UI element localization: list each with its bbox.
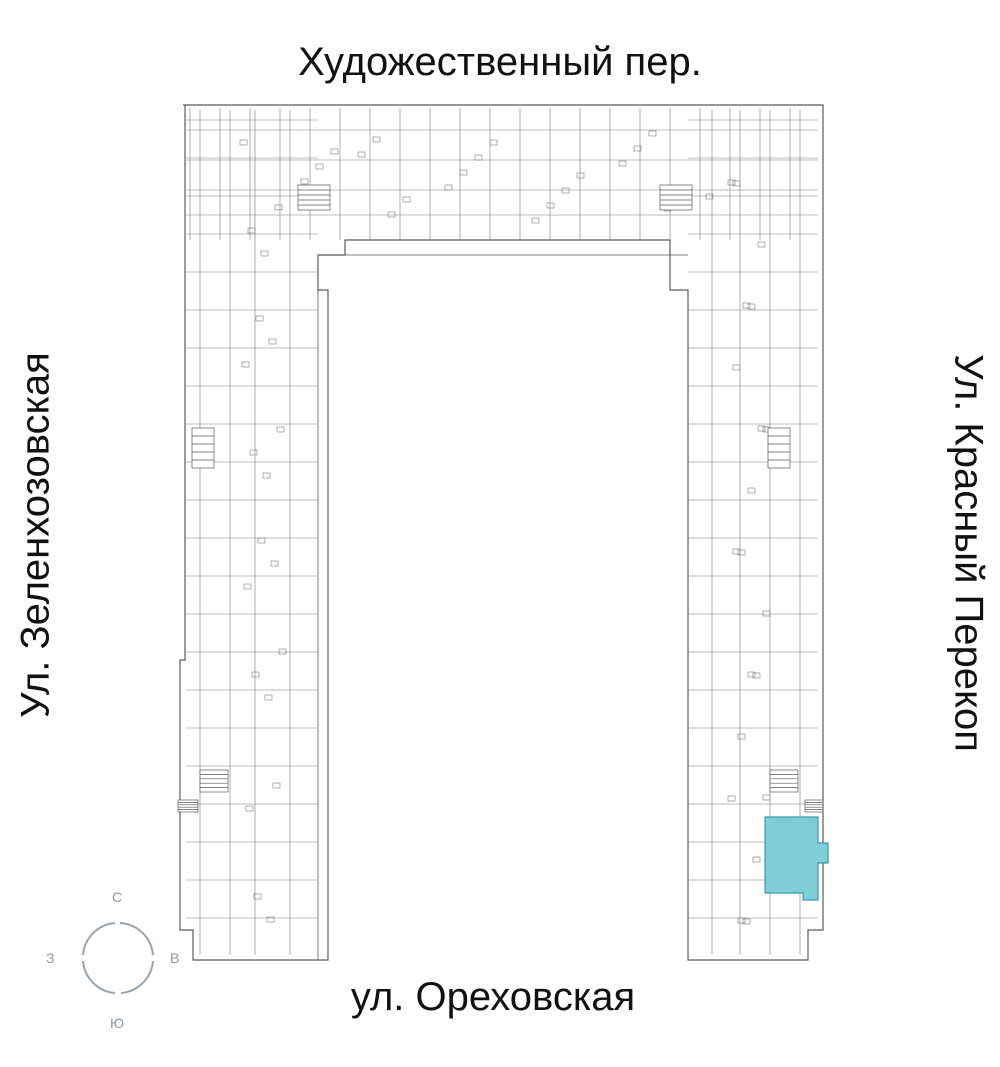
fixture — [618, 160, 627, 167]
fixture — [757, 425, 766, 432]
fixture — [531, 217, 540, 224]
fixture — [705, 193, 714, 200]
stairwell — [191, 427, 215, 469]
fixture — [255, 315, 264, 322]
stairwells — [177, 184, 824, 813]
fixture — [732, 180, 741, 187]
fixture — [648, 130, 657, 137]
fixture — [444, 184, 453, 191]
fixture — [752, 856, 761, 863]
fixture — [737, 917, 746, 924]
fixture — [357, 151, 366, 158]
fixture — [747, 487, 756, 494]
fixture — [762, 610, 771, 617]
fixture — [489, 139, 498, 146]
stairwell — [659, 184, 693, 211]
fixture — [633, 145, 642, 152]
compass-north-label: С — [112, 889, 123, 905]
fixture — [727, 795, 736, 802]
fixture — [260, 250, 269, 257]
selected-apartment[interactable] — [764, 816, 829, 901]
compass-south-label: Ю — [110, 1015, 125, 1031]
fixture — [300, 178, 309, 185]
fixture — [241, 361, 250, 368]
fixture — [270, 560, 279, 567]
fixture — [372, 136, 381, 143]
fixture — [474, 154, 483, 161]
fixture — [268, 338, 277, 345]
fixture — [253, 893, 262, 900]
fixture — [278, 648, 287, 655]
compass-arc-ne — [119, 922, 154, 956]
fixture — [402, 196, 411, 203]
compass-arc-se — [120, 960, 154, 994]
building-outer-wall — [179, 104, 824, 961]
fixture — [315, 163, 324, 170]
compass-arc-sw — [82, 960, 116, 994]
fixture — [266, 916, 275, 923]
street-label-south: ул. Ореховская — [350, 975, 636, 1019]
fixture — [459, 169, 468, 176]
fixture — [276, 426, 285, 433]
fixture — [747, 303, 756, 310]
fixture — [387, 211, 396, 218]
fixture — [742, 302, 751, 309]
fixture — [239, 139, 248, 146]
fixture — [757, 241, 766, 248]
street-label-north: Художественный пер. — [298, 40, 702, 84]
compass-rose — [82, 922, 154, 994]
stairwell — [177, 799, 199, 813]
fixture — [742, 918, 751, 925]
fixture — [737, 733, 746, 740]
courtyard-wall — [317, 254, 689, 960]
fixture — [576, 172, 585, 179]
fixture — [737, 549, 746, 556]
fixture — [272, 782, 281, 789]
fixture — [561, 187, 570, 194]
room-grid — [186, 108, 818, 955]
fixture — [262, 472, 271, 479]
compass-west-label: З — [46, 950, 55, 966]
fixture — [274, 204, 283, 211]
compass-east-label: В — [170, 950, 180, 966]
fixture — [546, 202, 555, 209]
stairwell — [767, 427, 791, 469]
stairwell — [804, 799, 824, 813]
stairwell — [769, 769, 799, 793]
fixture — [732, 364, 741, 371]
fixture — [251, 671, 260, 678]
fixture — [249, 449, 258, 456]
stairwell — [297, 184, 331, 211]
fixture — [245, 805, 254, 812]
fixture — [727, 179, 736, 186]
fixture — [752, 672, 761, 679]
fixture — [264, 694, 273, 701]
fixture — [257, 537, 266, 544]
fixture — [243, 583, 252, 590]
fixture — [762, 794, 771, 801]
fixture — [330, 148, 339, 155]
fixture — [732, 548, 741, 555]
compass-arc-nw — [82, 922, 116, 956]
fixture — [247, 227, 256, 234]
building-outline — [179, 104, 824, 961]
stairwell — [199, 769, 229, 793]
fixture — [747, 671, 756, 678]
